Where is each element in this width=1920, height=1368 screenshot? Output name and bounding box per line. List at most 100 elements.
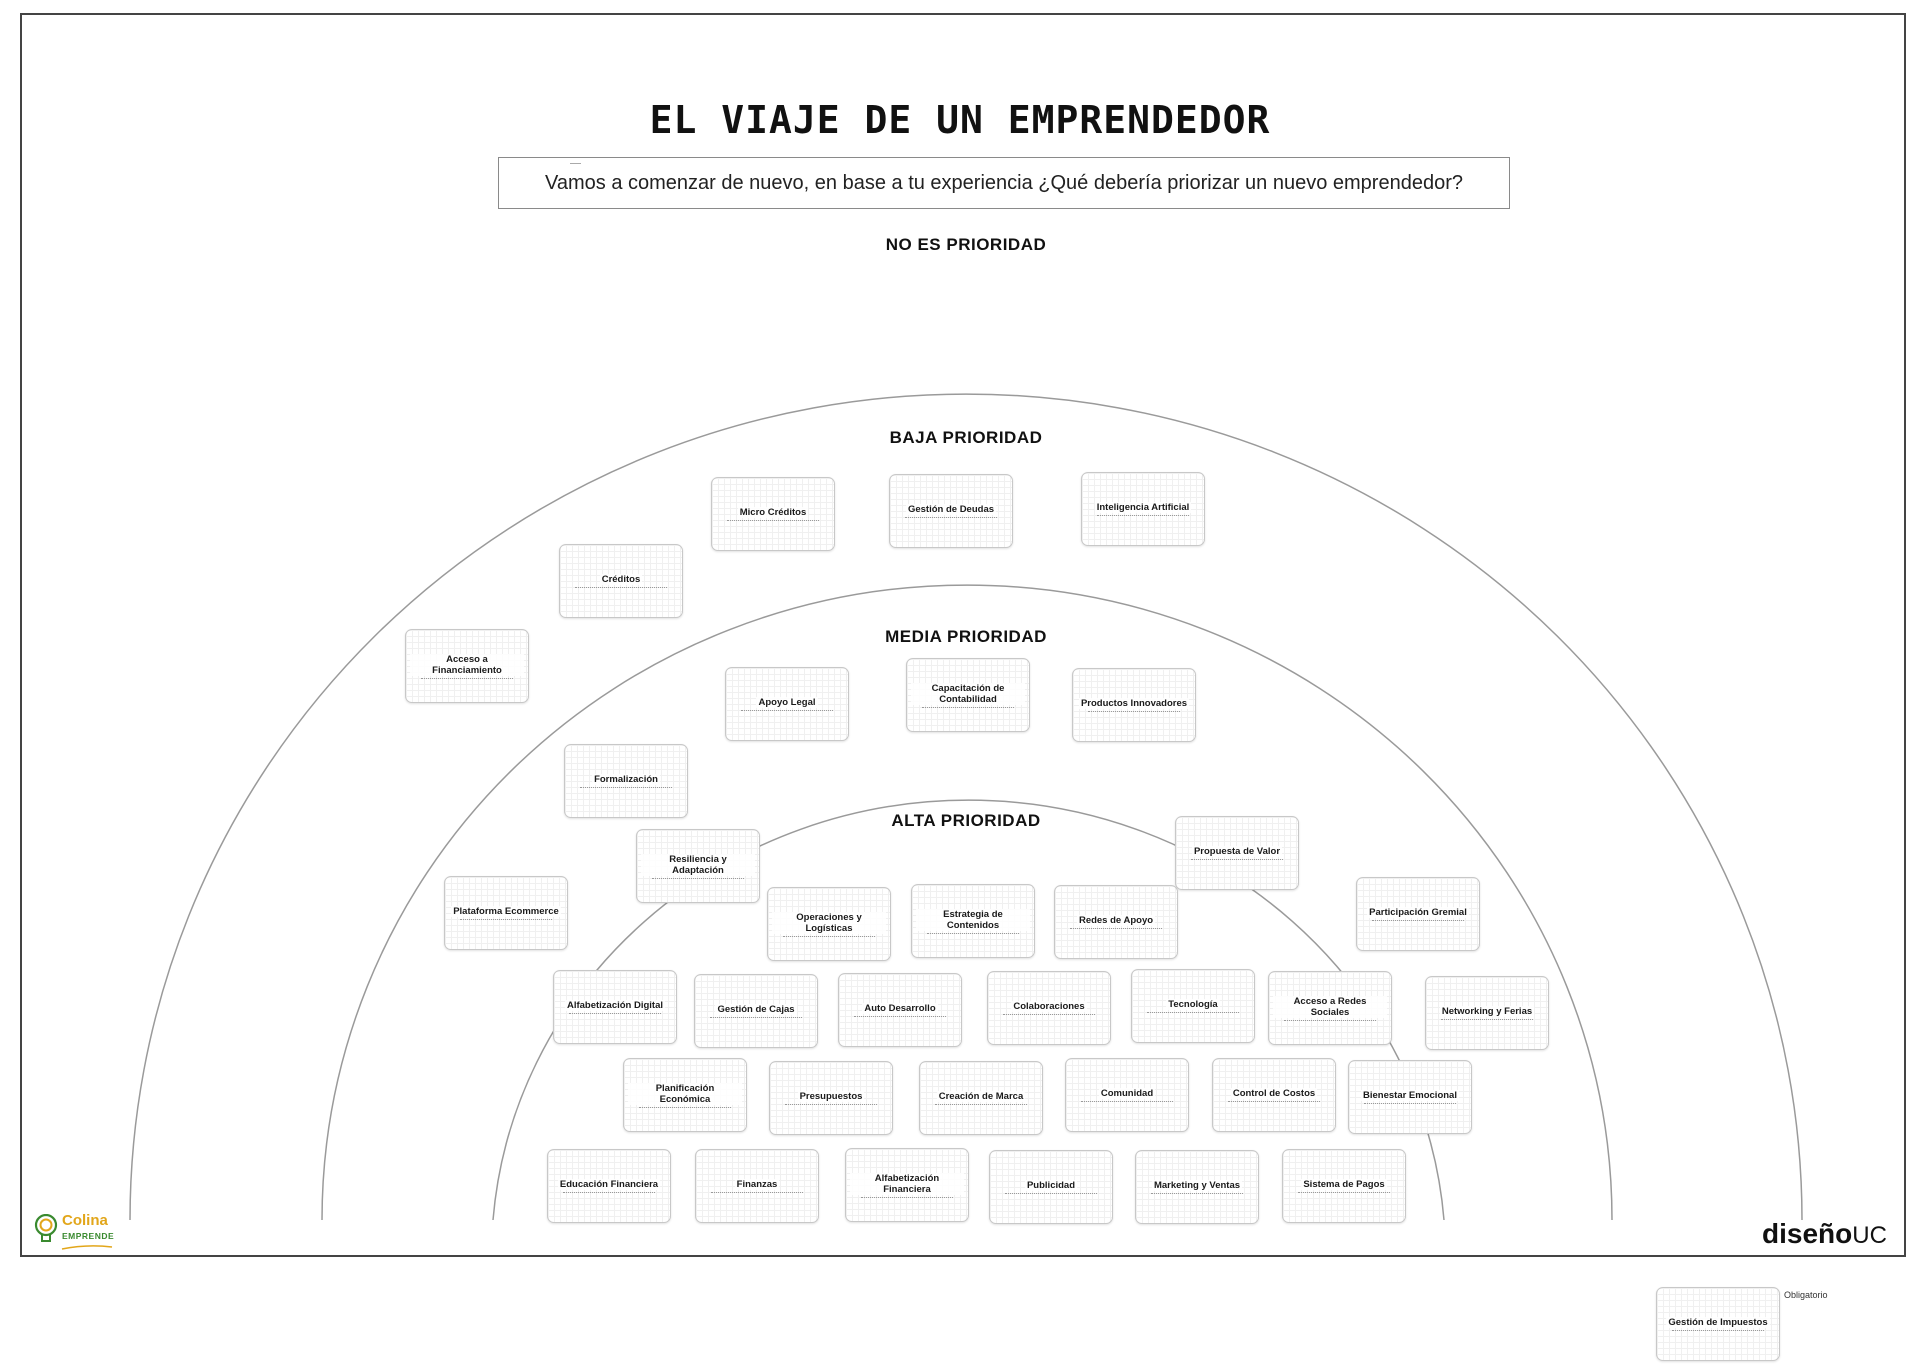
card-label: Capacitación de Contabilidad xyxy=(911,682,1025,705)
colina-logo-word: Colina xyxy=(62,1212,108,1229)
card-redes-de-apoyo[interactable]: Redes de Apoyo xyxy=(1054,885,1178,959)
card-sistema-de-pagos[interactable]: Sistema de Pagos xyxy=(1282,1149,1406,1223)
card-planificacion-economica[interactable]: Planificación Económica xyxy=(623,1058,747,1132)
card-formalizacion[interactable]: Formalización xyxy=(564,744,688,818)
card-tecnologia[interactable]: Tecnología xyxy=(1131,969,1255,1043)
card-operaciones-y-logisticas[interactable]: Operaciones y Logísticas xyxy=(767,887,891,961)
card-presupuestos[interactable]: Presupuestos xyxy=(769,1061,893,1135)
card-label: Creación de Marca xyxy=(936,1091,1026,1102)
card-underline xyxy=(1097,515,1189,516)
card-gestion-de-deudas[interactable]: Gestión de Deudas xyxy=(889,474,1013,548)
card-label: Propuesta de Valor xyxy=(1191,846,1283,857)
card-label: Créditos xyxy=(599,574,643,585)
card-label: Sistema de Pagos xyxy=(1301,1179,1387,1190)
card-underline xyxy=(1151,1193,1243,1194)
lightbulb-head-icon xyxy=(34,1214,58,1242)
card-gestion-de-cajas[interactable]: Gestión de Cajas xyxy=(694,974,818,1048)
card-propuesta-de-valor[interactable]: Propuesta de Valor xyxy=(1175,816,1299,890)
uc-logo-word: UC xyxy=(1852,1222,1887,1249)
zone-label-baja-prioridad: BAJA PRIORIDAD xyxy=(889,428,1043,447)
card-micro-creditos[interactable]: Micro Créditos xyxy=(711,477,835,551)
card-label: Formalización xyxy=(592,774,660,785)
card-label: Planificación Económica xyxy=(628,1082,742,1105)
card-networking-y-ferias[interactable]: Networking y Ferias xyxy=(1425,976,1549,1050)
card-label: Colaboraciones xyxy=(1011,1001,1087,1012)
card-resiliencia-y-adaptacion[interactable]: Resiliencia y Adaptación xyxy=(636,829,760,903)
card-label: Operaciones y Logísticas xyxy=(772,911,886,934)
card-underline xyxy=(1228,1101,1320,1102)
card-underline xyxy=(711,1192,803,1193)
card-label: Plataforma Ecommerce xyxy=(451,906,561,917)
card-label: Auto Desarrollo xyxy=(862,1003,938,1014)
card-creditos[interactable]: Créditos xyxy=(559,544,683,618)
card-underline xyxy=(861,1196,953,1198)
card-underline xyxy=(1284,1019,1376,1021)
card-comunidad[interactable]: Comunidad xyxy=(1065,1058,1189,1132)
card-label: Gestión de Deudas xyxy=(905,504,997,515)
card-gestion-de-impuestos[interactable]: Gestión de Impuestos xyxy=(1656,1287,1780,1361)
card-underline xyxy=(1364,1103,1456,1104)
card-underline xyxy=(580,787,672,788)
card-label: Acceso a Redes Sociales xyxy=(1273,995,1387,1018)
card-apoyo-legal[interactable]: Apoyo Legal xyxy=(725,667,849,741)
card-label: Networking y Ferias xyxy=(1439,1006,1535,1017)
card-underline xyxy=(927,932,1019,934)
card-bienestar-emocional[interactable]: Bienestar Emocional xyxy=(1348,1060,1472,1134)
zone-label-media-prioridad: MEDIA PRIORIDAD xyxy=(885,627,1047,646)
colina-logo-subword: EMPRENDE xyxy=(62,1231,115,1241)
card-label: Control de Costos xyxy=(1230,1088,1318,1099)
card-underline xyxy=(1298,1192,1390,1193)
zone-label-alta-prioridad: ALTA PRIORIDAD xyxy=(891,811,1041,830)
card-label: Participación Gremial xyxy=(1367,907,1469,918)
card-finanzas[interactable]: Finanzas xyxy=(695,1149,819,1223)
card-marketing-y-ventas[interactable]: Marketing y Ventas xyxy=(1135,1150,1259,1224)
card-underline xyxy=(1088,711,1180,712)
card-label: Estrategia de Contenidos xyxy=(916,908,1030,931)
card-capacitacion-de-contabilidad[interactable]: Capacitación de Contabilidad xyxy=(906,658,1030,732)
card-label: Apoyo Legal xyxy=(756,697,818,708)
card-underline xyxy=(652,877,744,879)
diseno-logo-word: diseño xyxy=(1762,1218,1853,1249)
card-underline xyxy=(1070,928,1162,929)
card-label: Gestión de Cajas xyxy=(715,1004,797,1015)
card-educacion-financiera[interactable]: Educación Financiera xyxy=(547,1149,671,1223)
card-alfabetizacion-digital[interactable]: Alfabetización Digital xyxy=(553,970,677,1044)
card-underline xyxy=(460,919,552,920)
card-control-de-costos[interactable]: Control de Costos xyxy=(1212,1058,1336,1132)
question-box: Vamos a comenzar de nuevo, en base a tu … xyxy=(498,157,1510,209)
card-label: Resiliencia y Adaptación xyxy=(641,853,755,876)
card-label: Presupuestos xyxy=(797,1091,865,1102)
card-underline xyxy=(785,1104,877,1105)
card-label: Educación Financiera xyxy=(557,1179,661,1190)
card-label: Comunidad xyxy=(1098,1088,1156,1099)
card-underline xyxy=(783,935,875,937)
card-acceso-a-redes-sociales[interactable]: Acceso a Redes Sociales xyxy=(1268,971,1392,1045)
card-label: Marketing y Ventas xyxy=(1151,1180,1243,1191)
card-label: Gestión de Impuestos xyxy=(1666,1317,1770,1328)
card-participacion-gremial[interactable]: Participación Gremial xyxy=(1356,877,1480,951)
card-colaboraciones[interactable]: Colaboraciones xyxy=(987,971,1111,1045)
required-label: Obligatorio xyxy=(1784,1290,1828,1300)
card-acceso-a-financiamiento[interactable]: Acceso a Financiamiento xyxy=(405,629,529,703)
card-underline xyxy=(1672,1330,1764,1331)
card-inteligencia-artificial[interactable]: Inteligencia Artificial xyxy=(1081,472,1205,546)
card-underline xyxy=(905,517,997,518)
question-box-mark xyxy=(570,163,581,164)
card-underline xyxy=(1191,859,1283,860)
card-alfabetizacion-financiera[interactable]: Alfabetización Financiera xyxy=(845,1148,969,1222)
card-creacion-de-marca[interactable]: Creación de Marca xyxy=(919,1061,1043,1135)
card-auto-desarrollo[interactable]: Auto Desarrollo xyxy=(838,973,962,1047)
card-label: Productos Innovadores xyxy=(1078,698,1190,709)
card-publicidad[interactable]: Publicidad xyxy=(989,1150,1113,1224)
card-underline xyxy=(569,1013,661,1014)
card-underline xyxy=(1441,1019,1533,1020)
card-label: Finanzas xyxy=(734,1179,780,1190)
card-plataforma-ecommerce[interactable]: Plataforma Ecommerce xyxy=(444,876,568,950)
card-productos-innovadores[interactable]: Productos Innovadores xyxy=(1072,668,1196,742)
card-estrategia-de-contenidos[interactable]: Estrategia de Contenidos xyxy=(911,884,1035,958)
card-underline xyxy=(563,1192,655,1193)
card-label: Alfabetización Digital xyxy=(564,1000,666,1011)
card-underline xyxy=(1005,1193,1097,1194)
card-underline xyxy=(421,677,513,679)
card-label: Bienestar Emocional xyxy=(1361,1090,1459,1101)
